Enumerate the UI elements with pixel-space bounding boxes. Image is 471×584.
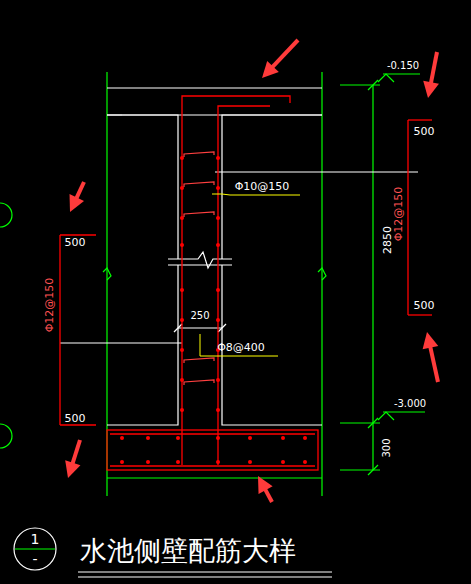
rebar-dot	[281, 436, 285, 440]
detail-circle: 1-	[13, 527, 57, 571]
rebar-dot	[303, 436, 307, 440]
rebar-dot	[281, 460, 285, 464]
dimension-label: 500	[65, 237, 86, 248]
tie-bar	[184, 358, 214, 363]
rebar-dot	[216, 408, 220, 412]
rebar-dot	[180, 408, 184, 412]
dimension-label: Φ12@150	[393, 187, 404, 242]
drawing-title: 水池侧壁配筋大样	[80, 536, 296, 566]
rebar-dot	[180, 378, 184, 382]
title-underline	[78, 572, 332, 577]
rebar-dot	[180, 243, 184, 247]
pointer-arrow	[262, 40, 298, 78]
dimension-label: Φ12@150	[44, 278, 55, 333]
rebar-dot	[216, 186, 220, 190]
rebar-dot	[176, 436, 180, 440]
pointer-arrow	[423, 52, 439, 98]
dimension-label: -3.000	[394, 399, 426, 409]
rebar-dot	[216, 216, 220, 220]
rebar-dot	[146, 436, 150, 440]
rebar-dot	[216, 460, 220, 464]
rebar-dot	[216, 378, 220, 382]
rebar-dots	[120, 156, 307, 464]
dimension-label: Φ10@150	[235, 181, 290, 192]
sheet-number: -	[13, 552, 57, 566]
detail-number: 1	[13, 532, 57, 546]
rebar-dot	[180, 318, 184, 322]
annotation-arrows	[65, 40, 439, 502]
rebar-dot	[146, 460, 150, 464]
rebar-dot	[248, 436, 252, 440]
pointer-arrow	[70, 182, 84, 212]
dimension-label: 500	[414, 126, 435, 137]
dimension-label: 500	[414, 300, 435, 311]
dimension-label: 500	[65, 413, 86, 424]
rebar-dot	[216, 288, 220, 292]
rebar-red	[60, 96, 432, 470]
tie-bars	[184, 152, 214, 385]
rebar-dot	[216, 436, 220, 440]
tie-bar	[184, 212, 214, 217]
dimension-label: 300	[382, 438, 392, 457]
rebar-dot	[180, 348, 184, 352]
rebar-dot	[120, 460, 124, 464]
rebar-dot	[216, 318, 220, 322]
pointer-arrow	[258, 476, 273, 502]
tie-bar	[184, 182, 214, 187]
outline-green	[0, 72, 425, 496]
rebar-dot	[180, 288, 184, 292]
rebar-dot	[303, 460, 307, 464]
rebar-dot	[216, 243, 220, 247]
tie-bar	[184, 152, 214, 157]
dimension-label: -0.150	[387, 61, 419, 71]
rebar-dot	[120, 436, 124, 440]
pointer-arrow	[65, 440, 80, 478]
outline-white	[60, 88, 418, 425]
leader-yellow	[200, 194, 300, 356]
tie-bar	[184, 380, 214, 385]
rebar-dot	[248, 460, 252, 464]
rebar-dot	[176, 460, 180, 464]
dimension-label: Φ8@400	[217, 342, 265, 353]
rebar-dot	[216, 156, 220, 160]
pointer-arrow	[423, 332, 439, 382]
dimension-label: 250	[190, 311, 209, 321]
dimension-label: 2850	[382, 226, 393, 254]
